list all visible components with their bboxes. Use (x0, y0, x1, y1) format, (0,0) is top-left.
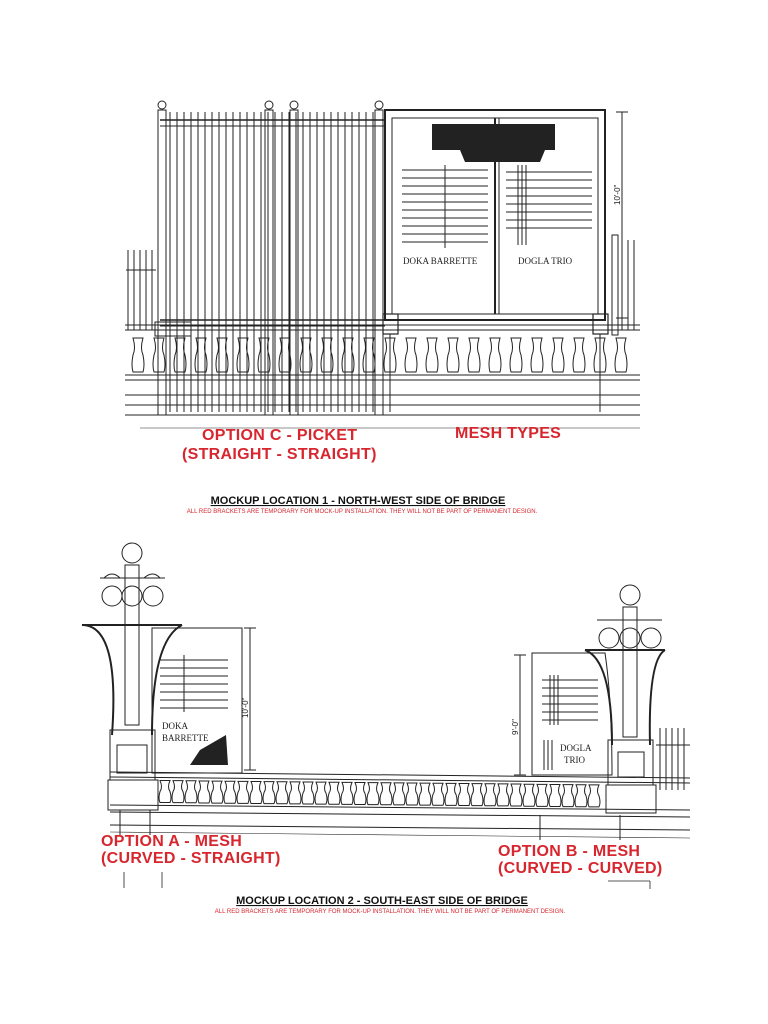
right-lamp-post (597, 584, 662, 814)
baluster (288, 781, 302, 805)
location1-right-end-pickets (611, 234, 635, 336)
location2-right-end-pickets (656, 728, 690, 790)
baluster (418, 782, 432, 806)
left-lamp-post (100, 542, 165, 811)
location1-heading: MOCKUP LOCATION 1 - NORTH-WEST SIDE OF B… (211, 495, 506, 507)
baluster (197, 780, 211, 804)
mesh-types-label: MESH TYPES (455, 425, 561, 442)
location1-note: ALL RED BRACKETS ARE TEMPORARY FOR MOCK-… (187, 509, 538, 515)
baluster (509, 337, 523, 373)
baluster (574, 784, 588, 808)
baluster (496, 783, 510, 807)
baluster (383, 337, 397, 373)
baluster (353, 782, 367, 805)
baluster (587, 784, 601, 808)
baluster (275, 781, 289, 805)
baluster (171, 780, 185, 804)
baluster (249, 780, 263, 804)
baluster (236, 780, 250, 804)
baluster (522, 783, 536, 807)
picket-bars (169, 112, 374, 412)
baluster (404, 337, 418, 373)
option-b-label-line2: (CURVED - CURVED) (498, 860, 663, 877)
baluster (457, 783, 471, 807)
baluster (158, 780, 172, 804)
baluster (425, 337, 439, 373)
mesh-types-frame (382, 109, 609, 412)
location2-note: ALL RED BRACKETS ARE TEMPORARY FOR MOCK-… (215, 909, 566, 915)
mesh-left-label: DOKA BARRETTE (403, 256, 478, 266)
mesh-a-label-line2: BARRETTE (162, 733, 209, 743)
location2-deck-lines (109, 771, 691, 839)
option-c-label-line2: (STRAIGHT - STRAIGHT) (182, 446, 377, 463)
baluster (405, 782, 419, 806)
mesh-right-label: DOGLA TRIO (518, 256, 573, 266)
location1-dimension (616, 111, 628, 319)
mesh-b-label-line2: TRIO (564, 755, 585, 765)
option-c-label-line1: OPTION C - PICKET (202, 427, 357, 444)
baluster (614, 337, 628, 373)
baluster (470, 783, 484, 807)
baluster (152, 337, 166, 373)
baluster (535, 783, 549, 807)
baluster (379, 782, 393, 806)
baluster (483, 783, 497, 807)
location1-dimension-label: 10'-0" (613, 184, 622, 205)
option-a-label-line1: OPTION A - MESH (101, 833, 242, 850)
option-a-curved-mesh (81, 624, 256, 835)
baluster (467, 337, 481, 373)
baluster (488, 337, 502, 373)
baluster (551, 337, 565, 373)
picket-fence (154, 100, 385, 416)
doka-barrette-panel (402, 165, 488, 248)
baluster (366, 782, 380, 806)
baluster (314, 781, 328, 805)
mesh-b-label-line1: DOGLA (560, 743, 592, 753)
baluster (561, 784, 575, 808)
dogla-trio-panel (506, 165, 592, 245)
option-b-label-line1: OPTION B - MESH (498, 843, 640, 860)
baluster (446, 337, 460, 373)
baluster (210, 780, 224, 804)
baluster (223, 780, 237, 804)
baluster (509, 783, 523, 807)
baluster (392, 782, 406, 806)
baluster (327, 781, 341, 805)
option-a-dimension-label: 10'-0" (241, 697, 250, 718)
baluster (572, 337, 586, 373)
baluster (593, 337, 607, 373)
baluster (262, 781, 276, 805)
baluster (530, 337, 544, 373)
location2-balustrade (158, 780, 601, 808)
location1-elevation (125, 100, 640, 429)
baluster (184, 780, 198, 804)
option-b-dimension-label: 9'-0" (511, 719, 520, 735)
baluster (340, 781, 354, 805)
baluster (301, 781, 315, 805)
baluster (131, 337, 145, 373)
location2-elevation (81, 542, 691, 889)
baluster (548, 783, 562, 807)
location2-heading: MOCKUP LOCATION 2 - SOUTH-EAST SIDE OF B… (236, 895, 528, 907)
baluster (431, 782, 445, 806)
baluster (444, 782, 458, 806)
option-b-curved-mesh (514, 649, 666, 840)
option-a-label-line2: (CURVED - STRAIGHT) (101, 850, 281, 867)
mesh-a-label-line1: DOKA (162, 721, 188, 731)
location1-balustrade (131, 337, 628, 373)
location1-left-end-pickets (126, 250, 156, 330)
